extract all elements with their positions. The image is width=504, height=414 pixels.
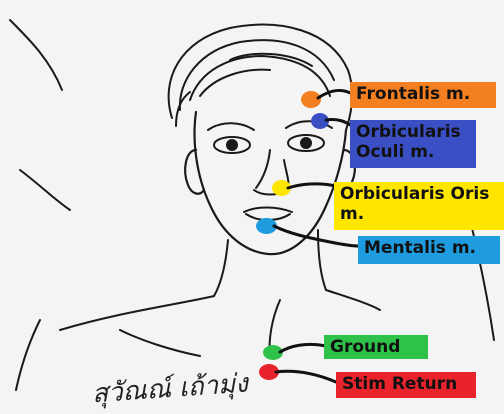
orbicularis-oris-label-line1: Orbicularis Oris <box>340 184 498 204</box>
frontalis-leader-line <box>318 91 352 98</box>
stim-return-leader-line <box>276 371 336 382</box>
mentalis-label-text: Mentalis m. <box>364 238 494 258</box>
orbicularis-oris-label: Orbicularis Oris m. <box>334 182 504 230</box>
ground-label-text: Ground <box>330 337 422 357</box>
orbicularis-oculi-label-line1: Orbicularis <box>356 122 470 142</box>
orbicularis-oris-label-line2: m. <box>340 204 498 224</box>
orbicularis-oculi-label: Orbicularis Oculi m. <box>350 120 476 168</box>
frontalis-label-text: Frontalis m. <box>356 84 490 104</box>
mentalis-label: Mentalis m. <box>358 236 500 264</box>
orbicularis-oculi-label-line2: Oculi m. <box>356 142 470 162</box>
orbicularis-oculi-leader-line <box>326 119 352 126</box>
ground-leader-line <box>280 344 326 352</box>
stim-return-label-text: Stim Return <box>342 374 470 394</box>
stim-return-label: Stim Return <box>336 372 476 398</box>
orbicularis-oris-leader-line <box>288 184 336 188</box>
ground-label: Ground <box>324 335 428 359</box>
frontalis-label: Frontalis m. <box>350 82 496 108</box>
artist-signature-text: สุวัณณ์ เถ้ามุ่ง <box>91 369 249 410</box>
